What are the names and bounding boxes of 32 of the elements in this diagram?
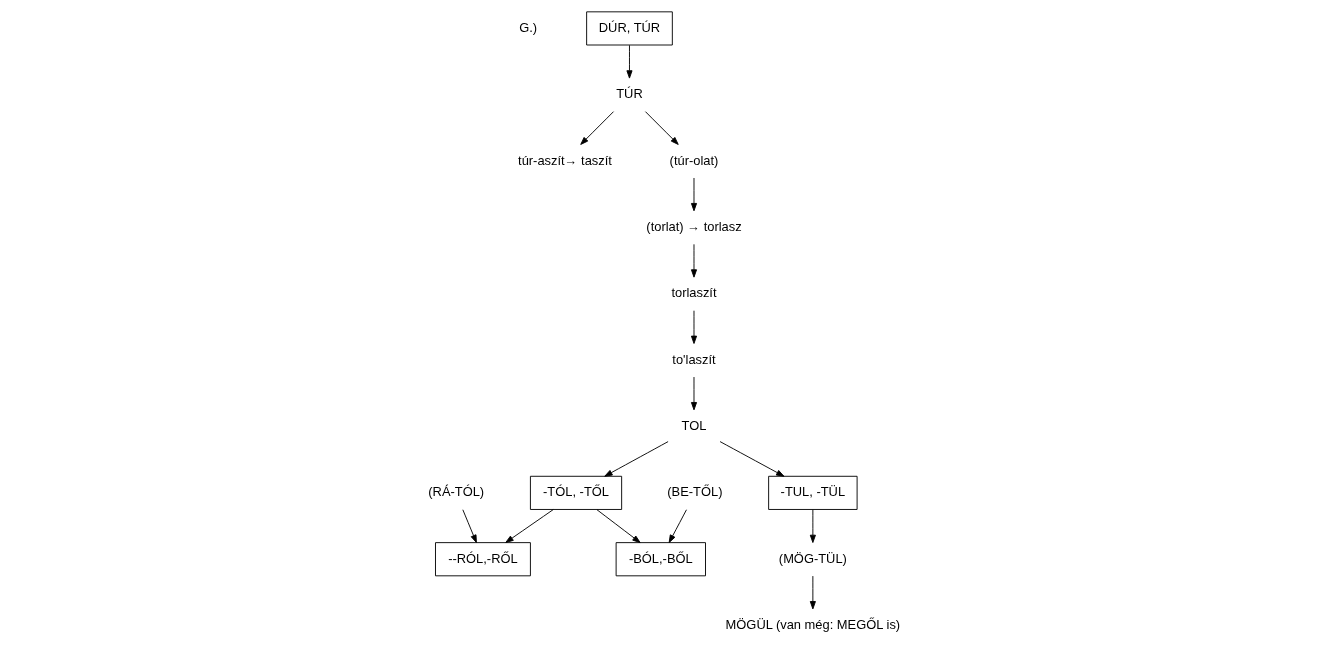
- node-text: TOL: [681, 417, 706, 433]
- node-text: (torlat) → torlasz: [645, 218, 742, 234]
- arrow: [644, 111, 679, 145]
- node-text: to'laszít: [671, 351, 716, 367]
- arrow: [461, 509, 477, 543]
- arrow: [690, 376, 697, 411]
- arrow: [579, 111, 614, 145]
- arrow: [809, 509, 816, 543]
- arrow: [690, 177, 697, 212]
- node-text: túr-aszít→ taszít: [517, 152, 612, 168]
- arrow: [690, 310, 697, 344]
- arrow: [668, 509, 687, 543]
- node-box: -TUL, -TÜL: [767, 475, 858, 510]
- node-text: (RÁ-TÓL): [427, 484, 484, 500]
- node-text: (BE-TŐL): [666, 484, 722, 500]
- arrow: [596, 509, 641, 543]
- node-box: DÚR, TÚR: [585, 11, 673, 46]
- node-box: -BÓL,-BŐL: [615, 542, 706, 577]
- node-text: torlaszít: [670, 285, 717, 301]
- node-text: TÚR: [615, 86, 643, 102]
- node-label: G.): [518, 19, 537, 35]
- node-box: --RÓL,-RŐL: [434, 542, 531, 577]
- node-text: (túr-olat): [669, 152, 718, 168]
- arrow: [719, 441, 784, 477]
- node-box: -TÓL, -TŐL: [529, 475, 622, 510]
- node-text: (MÖG-TÜL): [778, 550, 847, 566]
- arrow: [690, 243, 697, 278]
- arrow: [809, 575, 816, 610]
- node-text: MÖGÜL (van még: MEGŐL is): [725, 616, 900, 632]
- arrow: [625, 44, 632, 79]
- arrow: [504, 509, 554, 543]
- arrow: [603, 441, 669, 477]
